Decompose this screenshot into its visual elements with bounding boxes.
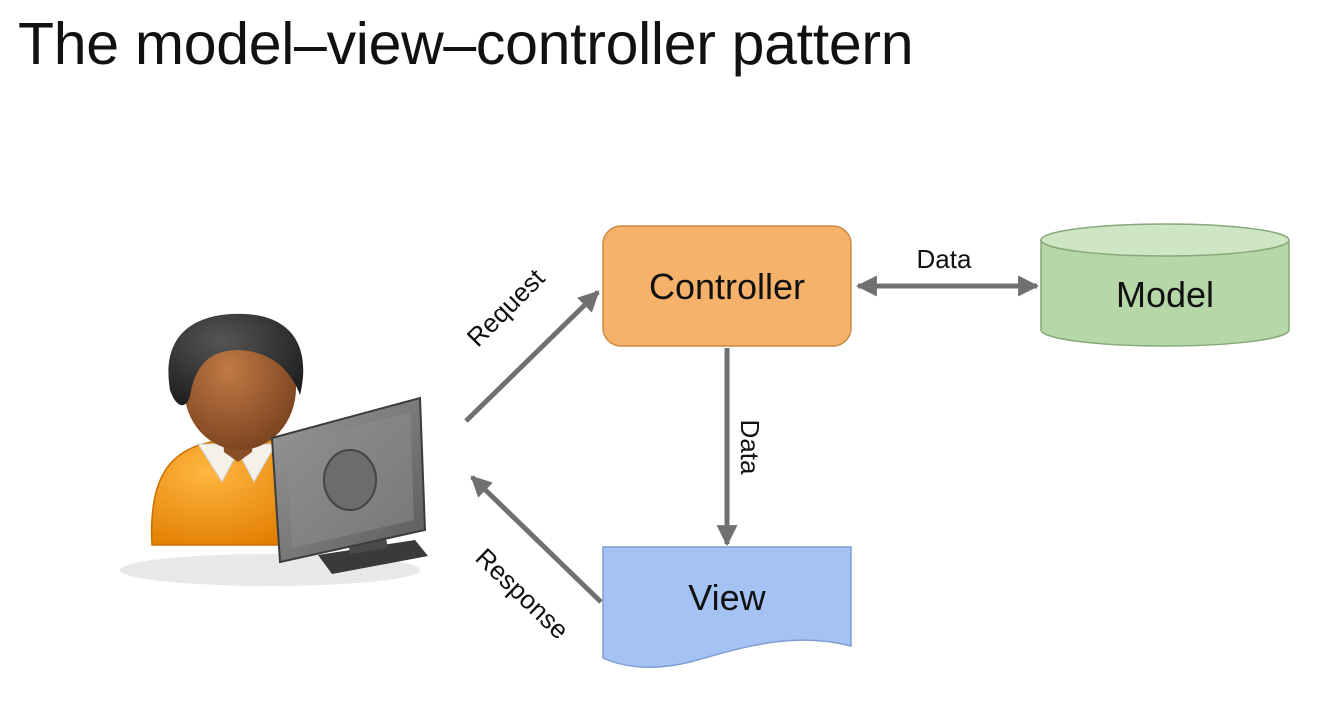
controller-model-data-label: Data [917, 244, 972, 274]
request-label: Request [461, 262, 551, 352]
slide-title: The model–view–controller pattern [18, 11, 914, 77]
controller-node: Controller [602, 225, 852, 347]
view-node: View [602, 546, 852, 668]
controller-label: Controller [649, 266, 805, 307]
request-arrow [464, 290, 600, 423]
response-label: Response [470, 542, 575, 645]
model-node: Model [1040, 223, 1290, 347]
user-at-computer-icon [120, 313, 428, 586]
model-label: Model [1116, 274, 1214, 315]
response-arrow [470, 475, 603, 604]
view-label: View [688, 577, 766, 618]
controller-view-data-label: Data [735, 420, 765, 475]
